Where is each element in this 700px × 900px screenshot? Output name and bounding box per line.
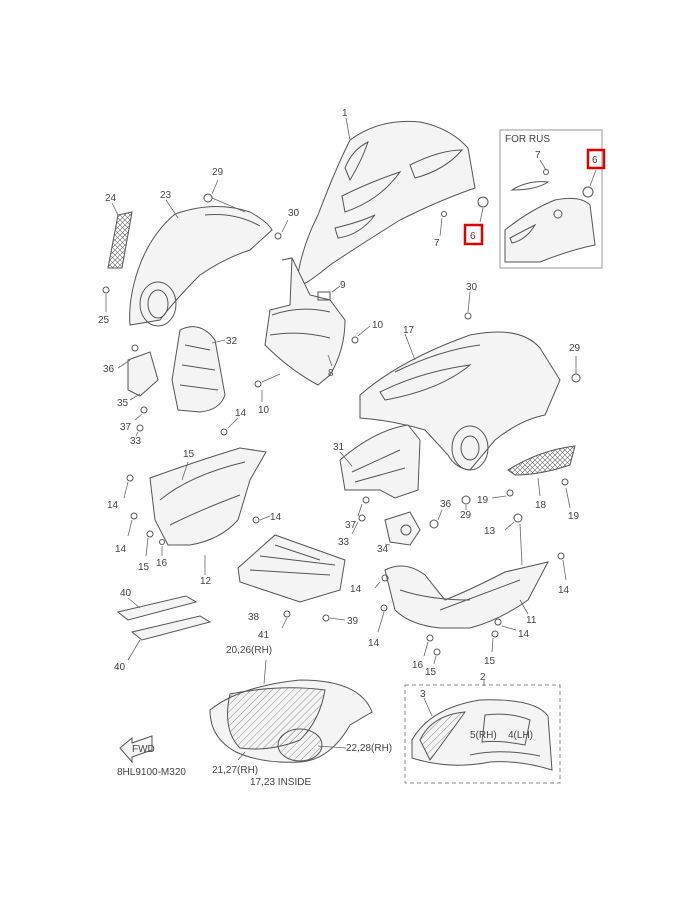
label-39: 39 (347, 616, 359, 627)
label-41: 41 (258, 630, 270, 641)
part-40-strips: 40 40 (114, 588, 212, 673)
label-33: 33 (130, 436, 142, 447)
label-7-inset: 7 (535, 150, 541, 161)
label-14-left-b: 14 (115, 544, 127, 555)
label-14-lower-right: 14 (518, 629, 530, 640)
label-3: 3 (420, 689, 426, 700)
label-14-left-a: 14 (107, 500, 119, 511)
part-12-lower-panel: 15 14 14 15 16 12 14 (107, 447, 282, 587)
label-15-upper: 15 (183, 449, 195, 460)
label-2: 2 (480, 672, 486, 683)
label-7: 7 (434, 238, 440, 249)
inset-title: FOR RUS (505, 134, 550, 145)
label-40-lower: 40 (114, 662, 126, 673)
label-14-right: 14 (558, 585, 570, 596)
label-29: 29 (212, 167, 224, 178)
label-37: 37 (120, 422, 132, 433)
part-38-under-cover: 38 41 39 (237, 534, 359, 641)
label-10-lower: 10 (258, 405, 270, 416)
label-10-upper: 10 (372, 320, 384, 331)
label-33-center: 33 (338, 537, 350, 548)
part-17-side-cover: 17 30 29 18 19 19 29 (359, 282, 581, 522)
label-36: 36 (103, 364, 115, 375)
label-11: 11 (526, 615, 537, 626)
label-30-right: 30 (466, 282, 478, 293)
inset-for-rus: FOR RUS 7 6 (499, 129, 606, 269)
highlight-6 (463, 223, 484, 246)
label-4-lh: 4(LH) (508, 730, 533, 741)
label-30: 30 (288, 208, 300, 219)
label-6: 6 (470, 231, 476, 242)
label-20-26: 20,26(RH) (226, 645, 272, 656)
label-14-left-c: 14 (270, 512, 282, 523)
part-8-inner-panel: 9 10 8 10 (254, 257, 384, 416)
label-6-inset: 6 (592, 155, 598, 166)
label-24: 24 (105, 193, 117, 204)
part-34-holder: 34 36 (377, 499, 452, 555)
label-14-center-lower: 14 (368, 638, 380, 649)
part-11-lower-panel: 13 14 11 14 15 14 14 16 15 (350, 513, 570, 678)
label-32: 32 (226, 336, 238, 347)
label-12: 12 (200, 576, 212, 587)
label-15-bottom: 15 (425, 667, 437, 678)
part-1-front-cowl: 1 7 6 (295, 108, 489, 289)
label-40-upper: 40 (120, 588, 132, 599)
highlight-6-inset (586, 148, 606, 170)
label-36-center: 36 (440, 499, 452, 510)
label-22-28: 22,28(RH) (346, 743, 392, 754)
part-31-bracket: 31 33 37 (333, 424, 421, 548)
drawing-code: 8HL9100-M320 (117, 767, 186, 778)
label-5-rh: 5(RH) (470, 730, 497, 741)
label-19: 19 (477, 495, 489, 506)
part-23-side-cover: 23 29 30 24 25 (98, 167, 300, 327)
label-21-27: 21,27(RH) (212, 765, 258, 776)
label-15-lower-right: 15 (484, 656, 496, 667)
label-14-upper-left: 14 (235, 408, 247, 419)
label-1: 1 (342, 108, 348, 119)
fwd-label: FWD (132, 744, 155, 755)
part-20-graphics: 20,26(RH) 22,28(RH) 21,27(RH) 17,23 INSI… (209, 645, 392, 788)
label-14-center: 14 (350, 584, 362, 595)
label-34: 34 (377, 544, 389, 555)
label-16-right: 16 (412, 660, 424, 671)
label-29-lower: 29 (460, 510, 472, 521)
label-16-left: 16 (156, 558, 168, 569)
label-9: 9 (340, 280, 346, 291)
label-13: 13 (484, 526, 496, 537)
label-38: 38 (248, 612, 260, 623)
label-17: 17 (403, 325, 415, 336)
part-32-bracket: 32 36 35 37 33 14 (103, 326, 247, 447)
label-31: 31 (333, 442, 345, 453)
label-18: 18 (535, 500, 547, 511)
label-29-right: 29 (569, 343, 581, 354)
label-23: 23 (160, 190, 172, 201)
part-2-graphic-set: 2 3 5(RH) 4(LH) (404, 672, 561, 784)
fwd-arrow-icon: FWD (119, 735, 155, 764)
label-8: 8 (328, 368, 334, 379)
label-19-right: 19 (568, 511, 580, 522)
label-35: 35 (117, 398, 129, 409)
label-25: 25 (98, 315, 110, 326)
label-37-center: 37 (345, 520, 357, 531)
label-17-23-inside: 17,23 INSIDE (250, 777, 311, 788)
label-15-lower-left: 15 (138, 562, 150, 573)
